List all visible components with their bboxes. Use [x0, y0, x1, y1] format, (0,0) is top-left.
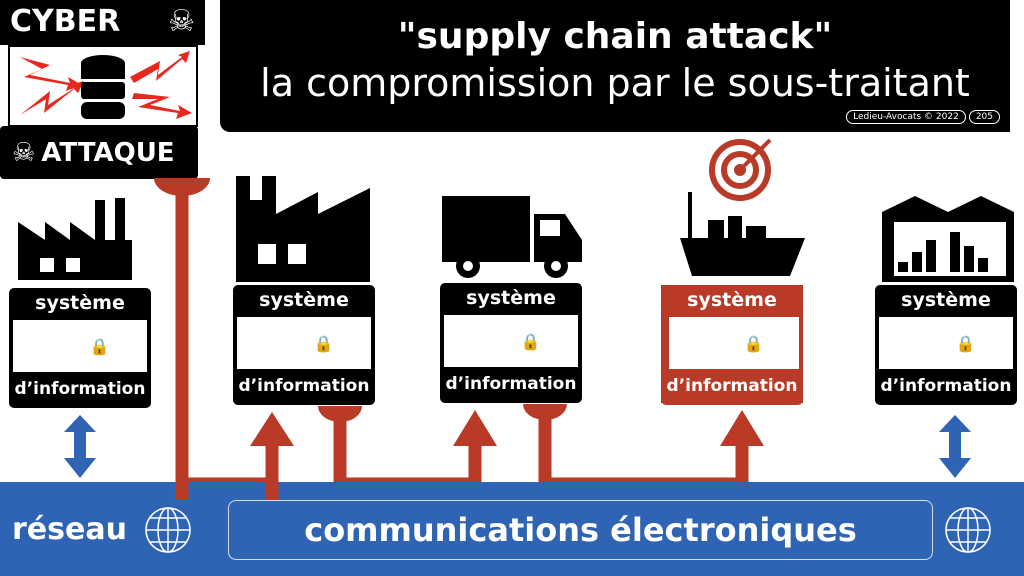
server-database-lock-icon: ▤ ⛁ 🔒: [444, 315, 578, 367]
title-box: "supply chain attack" la compromission p…: [220, 0, 1010, 132]
system-label: d’information: [238, 376, 370, 396]
network-label: réseau: [12, 512, 127, 547]
skull-icon: ☠: [12, 137, 36, 168]
system-label: d’information: [14, 379, 146, 399]
credit-author: Ledieu-Avocats © 2022: [846, 110, 966, 124]
server-database-lock-icon: ▤ ⛁ 🔒: [237, 317, 371, 369]
system-label: système: [901, 289, 991, 311]
system-label: système: [35, 292, 125, 314]
logo-cyber-text: CYBER: [10, 4, 121, 39]
factory-icon: [236, 176, 370, 282]
system-label: système: [259, 289, 349, 311]
system-label: système: [661, 285, 803, 317]
logo-attaque-bar: ☠ATTAQUE: [0, 126, 198, 179]
system-label: d’information: [661, 369, 803, 403]
page-number: 205: [968, 110, 1000, 124]
skull-icon: ☠: [168, 4, 195, 39]
target-icon: [709, 139, 771, 201]
ship-icon: [680, 238, 805, 276]
logo-attaque-text: ATTAQUE: [41, 137, 175, 168]
information-system-1: système ▤ ⛁ 🔒 d’information: [9, 288, 151, 408]
truck-icon: [442, 196, 582, 262]
system-label: d’information: [880, 376, 1012, 396]
information-system-compromised: système ▤ ⛁ 🔒 d’information: [661, 285, 803, 405]
server-database-lock-icon: ▤ ⛁ 🔒: [879, 317, 1013, 369]
system-label: d’information: [445, 374, 577, 394]
information-system-5: système ▤ ⛁ 🔒 d’information: [875, 285, 1017, 405]
logo-cyber-bar: CYBER ☠: [0, 0, 205, 45]
title-line1: "supply chain attack": [397, 16, 833, 57]
title-line2: la compromission par le sous-traitant: [260, 61, 970, 105]
electronic-communications-label: communications électroniques: [228, 500, 933, 560]
server-database-lock-icon: ▤ ⛁ 🔒: [665, 317, 799, 369]
information-system-3: système ▤ ⛁ 🔒 d’information: [440, 283, 582, 403]
system-label: système: [466, 287, 556, 309]
information-system-2: système ▤ ⛁ 🔒 d’information: [233, 285, 375, 405]
server-database-lock-icon: ▤ ⛁ 🔒: [13, 320, 147, 372]
